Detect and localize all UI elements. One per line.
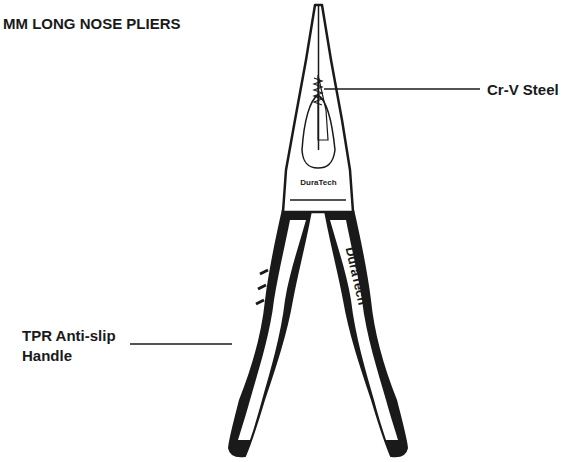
leader-line [324, 88, 480, 90]
leader-line [130, 343, 232, 345]
handle [229, 205, 312, 456]
handle [324, 205, 407, 456]
title: MM LONG NOSE PLIERS [3, 14, 181, 34]
part-label: Cr-V Steel [487, 80, 559, 100]
jaw-head [283, 5, 353, 212]
brand-mark: DuraTech [300, 177, 336, 188]
part-label: TPR Anti-slip Handle [22, 326, 126, 366]
